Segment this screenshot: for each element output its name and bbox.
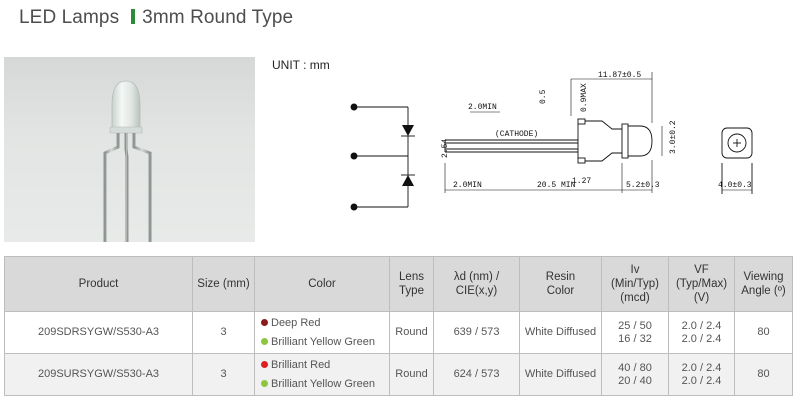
cell-color: Brilliant Red Brilliant Yellow Green: [254, 353, 390, 396]
product-photo: [4, 57, 255, 242]
header-size: Size (mm): [192, 256, 255, 312]
header-luminous-intensity: Iv(Min/Typ)(mcd): [601, 256, 669, 312]
dim-total-length: 11.87±0.5: [598, 71, 641, 80]
cell-wavelength: 639 / 573: [433, 311, 520, 354]
led-lamp-image: [103, 80, 152, 242]
cell-size: 3: [192, 353, 255, 396]
dimension-lines: [444, 72, 752, 193]
table-row: 209SDRSYGW/S530-A3 3 Deep Red Brilliant …: [4, 311, 793, 354]
dimension-drawing: 11.87±0.5 2.0MIN 0.5 0.9MAX 2.54 (CATHOD…: [350, 71, 753, 211]
cell-resin: White Diffused: [519, 311, 602, 354]
dim-body-length: 5.2±0.3: [626, 181, 660, 190]
cell-color: Deep Red Brilliant Yellow Green: [254, 311, 390, 354]
cell-product: 209SDRSYGW/S530-A3: [4, 311, 193, 354]
cell-angle: 80: [734, 311, 793, 354]
title-separator: [131, 9, 136, 24]
color-dot-icon: [261, 318, 268, 326]
dim-diameter: 3.0±0.2: [669, 120, 678, 154]
header-product: Product: [4, 256, 193, 312]
color-dot-icon: [261, 360, 268, 368]
dim-lead-min-left: 2.0MIN: [453, 181, 482, 190]
dim-cathode: (CATHODE): [495, 130, 538, 139]
dim-05: 0.5: [539, 89, 548, 104]
dim-09max: 0.9MAX: [580, 83, 589, 112]
page-title: LED Lamps 3mm Round Type: [19, 7, 293, 29]
header-forward-voltage: VF(Typ/Max)(V): [668, 256, 735, 312]
table-row: 209SURSYGW/S530-A3 3 Brilliant Red Brill…: [4, 353, 793, 396]
header-wavelength: λd (nm) /CIE(x,y): [433, 256, 520, 312]
lead-frame-drawing: [444, 118, 653, 164]
side-view-drawing: [721, 127, 753, 194]
cell-lens: Round: [389, 353, 434, 396]
cell-product: 209SURSYGW/S530-A3: [4, 353, 193, 396]
subtitle-text: 3mm Round Type: [142, 7, 294, 28]
cell-size: 3: [192, 311, 255, 354]
circuit-schematic: [350, 103, 415, 211]
dim-127: 1.27: [572, 177, 591, 186]
cell-resin: White Diffused: [519, 353, 602, 396]
dimension-labels: 11.87±0.5 2.0MIN 0.5 0.9MAX 2.54 (CATHOD…: [441, 71, 752, 190]
cell-wavelength: 624 / 573: [433, 353, 520, 396]
title-text: LED Lamps: [19, 7, 120, 28]
cell-lens: Round: [389, 311, 434, 354]
unit-label: UNIT : mm: [272, 58, 330, 72]
header-color: Color: [254, 256, 390, 312]
dim-side-diameter: 4.0±0.3: [718, 181, 752, 190]
dim-lead-min: 20.5 MIN: [537, 181, 576, 190]
color-dot-icon: [261, 337, 268, 345]
cell-angle: 80: [734, 353, 793, 396]
color-dot-icon: [261, 379, 268, 387]
dim-lead-spacing: 2.0MIN: [468, 103, 497, 112]
dim-pitch: 2.54: [441, 139, 450, 158]
